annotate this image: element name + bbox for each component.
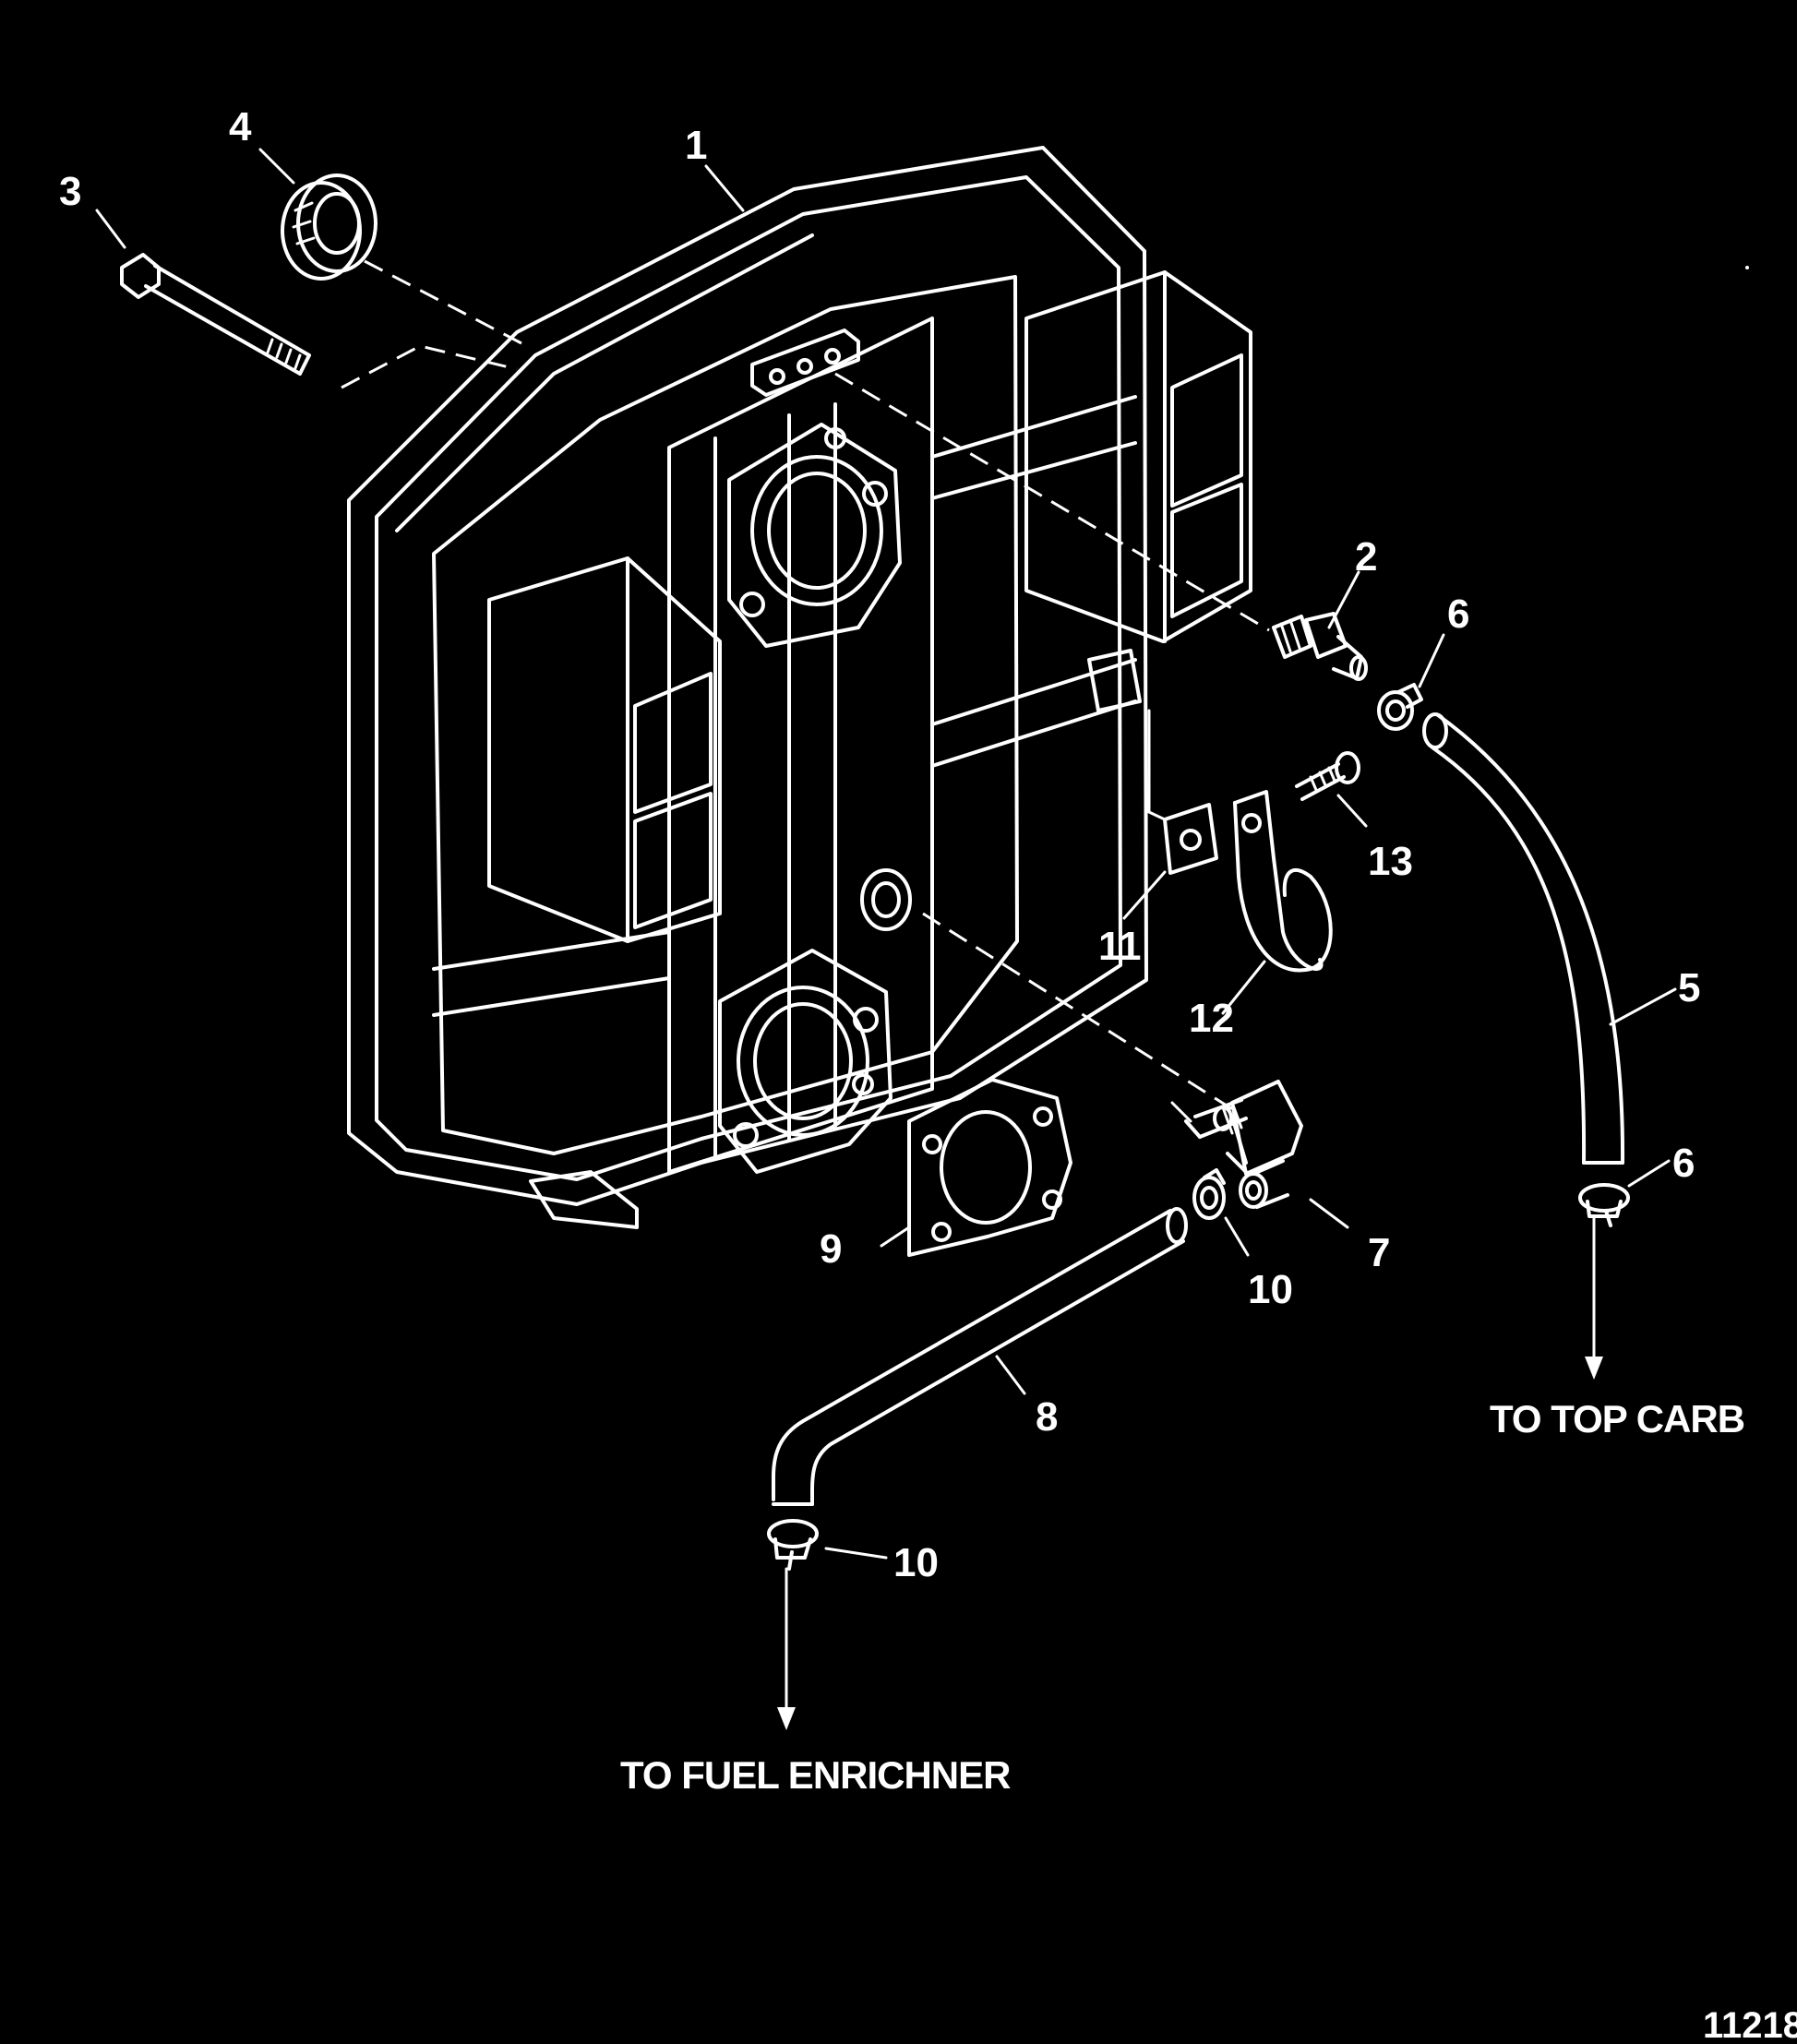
callout-4: 4 — [229, 104, 252, 149]
hose-part-5 — [1422, 712, 1625, 1165]
arrowhead-fuel-enrichner — [777, 1707, 796, 1730]
arrowhead-top-carb — [1585, 1357, 1603, 1380]
grommet-part-4 — [281, 173, 377, 281]
clamp-part-6-lower — [1578, 1183, 1630, 1227]
callout-8: 8 — [1036, 1394, 1058, 1440]
callout-10-upper: 10 — [1248, 1267, 1293, 1312]
p-clamp-part-12 — [1233, 790, 1333, 973]
clamp-part-10-upper — [1192, 1168, 1226, 1220]
gasket-part-9 — [907, 1078, 1072, 1257]
assembly-lines — [341, 259, 1270, 1114]
callout-12: 12 — [1189, 996, 1234, 1041]
clamp-part-10-lower — [767, 1519, 819, 1571]
clip-nut-part-11 — [1147, 709, 1218, 875]
callouts: 1 2 3 4 5 6 6 7 8 9 10 10 11 12 13 — [59, 104, 1700, 1585]
callout-2: 2 — [1355, 534, 1377, 580]
callout-13: 13 — [1368, 839, 1413, 884]
elbow-fitting-part-7 — [1170, 1080, 1303, 1209]
label-to-top-carb: TO TOP CARB — [1490, 1397, 1744, 1440]
callout-7: 7 — [1368, 1230, 1390, 1275]
callout-5: 5 — [1678, 965, 1700, 1010]
hose-part-8 — [772, 1207, 1188, 1506]
callout-10-lower: 10 — [893, 1540, 939, 1585]
callout-6-upper: 6 — [1447, 592, 1469, 637]
housing-part-1 — [347, 146, 1252, 1229]
callout-9: 9 — [820, 1226, 842, 1272]
label-to-fuel-enrichner: TO FUEL ENRICHNER — [620, 1753, 1011, 1797]
callout-3: 3 — [59, 169, 81, 214]
clamp-part-6-upper — [1377, 683, 1423, 731]
leader-lines — [95, 148, 1677, 1560]
figure-number: 11218 — [1703, 2005, 1797, 2044]
callout-6-lower: 6 — [1672, 1141, 1695, 1186]
stray-mark — [1745, 266, 1749, 269]
fitting-part-2 — [1272, 612, 1368, 681]
bolt-part-3 — [120, 253, 311, 376]
callout-11: 11 — [1098, 924, 1142, 969]
callout-1: 1 — [685, 123, 707, 168]
screw-part-13 — [1295, 751, 1360, 801]
